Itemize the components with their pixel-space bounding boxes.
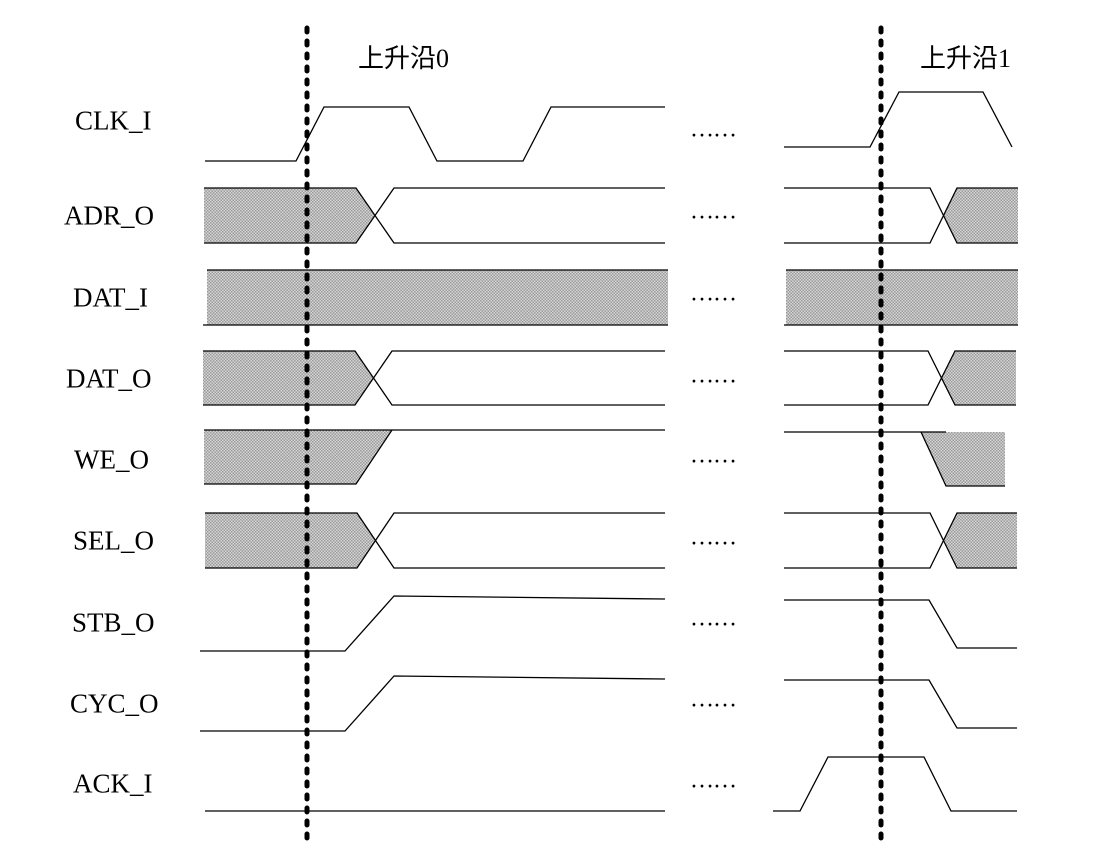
signal-label-dat-i: DAT_I: [73, 282, 148, 313]
signal-label-ack-i: ACK_I: [73, 768, 153, 799]
waveform-dat-o: [203, 350, 1016, 406]
signal-label-cyc-o: CYC_O: [70, 688, 159, 719]
ellipsis-adr-o: ……: [690, 198, 737, 225]
waveform-sel-o: [205, 512, 1017, 569]
ellipsis-dat-o: ……: [690, 362, 737, 389]
ellipsis-sel-o: ……: [690, 524, 737, 551]
ellipsis-ack-i: ……: [690, 767, 737, 794]
waveform-dat-i: [203, 269, 1018, 326]
waveform-we-o: [204, 429, 1005, 487]
signal-label-sel-o: SEL_O: [73, 525, 154, 556]
signal-label-stb-o: STB_O: [72, 607, 155, 638]
ellipsis-clk-i: ……: [690, 116, 737, 143]
signal-label-we-o: WE_O: [74, 444, 149, 475]
edge1-label: 上升沿1: [920, 44, 1012, 73]
signal-label-adr-o: ADR_O: [64, 200, 155, 231]
waveform-clk-i: [205, 91, 1013, 162]
ellipsis-cyc-o: ……: [690, 686, 737, 713]
ellipsis-stb-o: ……: [690, 605, 737, 632]
ellipsis-we-o: ……: [690, 442, 737, 469]
edge0-label: 上升沿0: [358, 44, 450, 73]
signal-label-dat-o: DAT_O: [66, 363, 152, 394]
waveform-ack-i: [205, 756, 1017, 812]
ellipsis-dat-i: ……: [690, 280, 737, 307]
waveform-adr-o: [204, 187, 1018, 244]
waveform-cyc-o: [200, 675, 1017, 732]
signal-label-clk-i: CLK_I: [75, 105, 152, 136]
waveform-stb-o: [200, 595, 1017, 652]
